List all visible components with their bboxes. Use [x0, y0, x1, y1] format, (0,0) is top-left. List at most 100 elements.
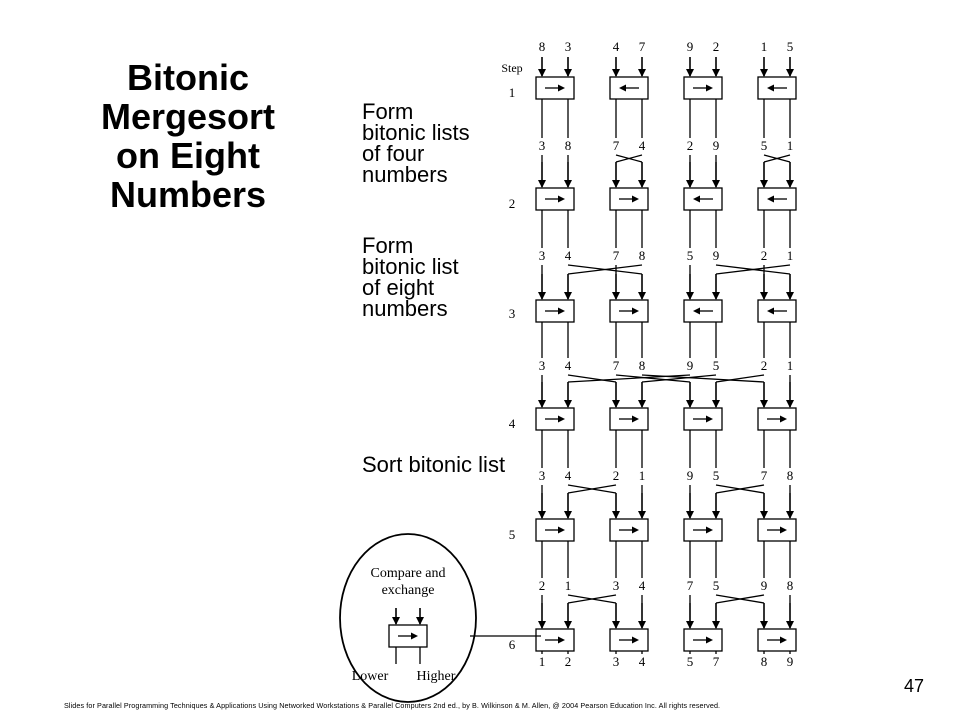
wire-value: 9 — [687, 468, 694, 483]
stage-label-sort: Sort bitonic list — [362, 452, 506, 477]
wire-crossing — [615, 154, 643, 163]
wire-crossing — [615, 374, 691, 383]
wire-value: 1 — [565, 578, 572, 593]
wire-value: 3 — [539, 248, 546, 263]
step-number: 4 — [509, 416, 516, 431]
stage-label-form-four: Form bitonic lists of four numbers — [362, 99, 470, 186]
wire-value: 5 — [761, 138, 768, 153]
wire-value: 8 — [787, 468, 794, 483]
comparator-arrow-left-icon — [767, 84, 774, 92]
comparator-arrow-right-icon — [632, 195, 639, 203]
wire-value: 3 — [539, 138, 546, 153]
wire-value: 8 — [639, 248, 646, 263]
wire-value: 1 — [761, 39, 768, 54]
comparator-arrow-right-icon — [632, 526, 639, 534]
stage-label-line: bitonic list — [362, 254, 459, 279]
comparator-arrow-right-icon — [558, 636, 565, 644]
wire-value: 2 — [613, 468, 620, 483]
wire-value: 1 — [639, 468, 646, 483]
wire-value: 5 — [687, 248, 694, 263]
title-line: Numbers — [109, 174, 267, 215]
wire-crossing — [715, 264, 791, 275]
wire-crossing — [567, 374, 617, 383]
wire-value: 8 — [787, 578, 794, 593]
step-number: 6 — [509, 637, 516, 652]
wire-value: 9 — [687, 39, 694, 54]
comparator-arrow-right-icon — [706, 636, 713, 644]
wire-value: 3 — [539, 468, 546, 483]
comparator-arrow-left-icon — [767, 195, 774, 203]
comparator-arrow-right-icon — [558, 415, 565, 423]
wire-crossing — [567, 264, 643, 275]
wire-value: 4 — [565, 358, 572, 373]
wire-crossing — [567, 594, 617, 604]
wire-crossing — [715, 594, 765, 604]
wire-value: 7 — [639, 39, 646, 54]
legend-arrow-right-icon — [411, 632, 418, 640]
wire-value: 7 — [613, 248, 620, 263]
wire-value: 2 — [713, 39, 720, 54]
comparator-arrow-right-icon — [558, 195, 565, 203]
page-number: 47 — [904, 676, 925, 696]
wire-value: 3 — [565, 39, 572, 54]
wire-value: 9 — [713, 138, 720, 153]
wire-value: 1 — [787, 138, 794, 153]
stage-label-line: of four — [362, 141, 425, 166]
stage-label-line: Form — [362, 233, 414, 258]
step-number: 3 — [509, 306, 516, 321]
comparator-arrow-right-icon — [780, 415, 787, 423]
wire-crossing — [641, 374, 765, 383]
wire-value: 9 — [787, 654, 794, 669]
wire-value: 2 — [761, 358, 768, 373]
comparator-arrow-left-icon — [767, 307, 774, 315]
wire-value: 2 — [539, 578, 546, 593]
title-line: Mergesort — [100, 96, 276, 137]
wire-value: 4 — [639, 654, 646, 669]
stage-label-line: Sort bitonic list — [362, 452, 506, 477]
comparator-arrow-right-icon — [558, 84, 565, 92]
wire-value: 5 — [787, 39, 794, 54]
stage-label-line: of eight — [362, 275, 435, 300]
legend-higher-label: Higher — [417, 669, 456, 684]
wire-crossing — [763, 154, 791, 163]
comparator-arrow-right-icon — [632, 307, 639, 315]
comparator-arrow-left-icon — [693, 307, 700, 315]
wire-crossing — [715, 484, 765, 494]
wire-value: 2 — [761, 248, 768, 263]
slide-title: Bitonic Mergesort on Eight Numbers — [88, 58, 288, 214]
legend-lower-label: Lower — [352, 669, 389, 684]
comparator-arrow-right-icon — [780, 526, 787, 534]
comparator-arrow-right-icon — [632, 636, 639, 644]
comparator-arrow-left-icon — [619, 84, 626, 92]
title-line: on Eight — [116, 135, 260, 176]
wire-value: 3 — [539, 358, 546, 373]
comparator-arrow-right-icon — [558, 526, 565, 534]
wire-value: 1 — [539, 654, 546, 669]
stage-label-form-eight: Form bitonic list of eight numbers — [362, 233, 459, 321]
stage-label-line: numbers — [362, 296, 448, 321]
legend-title-line: exchange — [382, 583, 435, 598]
comparator-arrow-right-icon — [632, 415, 639, 423]
wire-value: 7 — [713, 654, 720, 669]
comparator-arrow-right-icon — [706, 84, 713, 92]
wire-value: 8 — [639, 358, 646, 373]
wire-value: 9 — [761, 578, 768, 593]
comparator-arrow-left-icon — [693, 195, 700, 203]
comparator-arrow-right-icon — [706, 526, 713, 534]
wire-value: 5 — [687, 654, 694, 669]
wire-value: 4 — [613, 39, 620, 54]
wire-value: 9 — [713, 248, 720, 263]
wire-value: 4 — [565, 248, 572, 263]
step-header-label: Step — [501, 61, 522, 75]
title-line: Bitonic — [127, 57, 249, 98]
wire-value: 5 — [713, 578, 720, 593]
stage-label-line: Form — [362, 99, 414, 124]
wire-value: 4 — [639, 138, 646, 153]
legend-title-line: Compare and — [370, 566, 445, 581]
step-number: 5 — [509, 527, 516, 542]
wire-crossing — [641, 374, 717, 383]
wire-value: 3 — [613, 654, 620, 669]
wire-value: 2 — [565, 654, 572, 669]
